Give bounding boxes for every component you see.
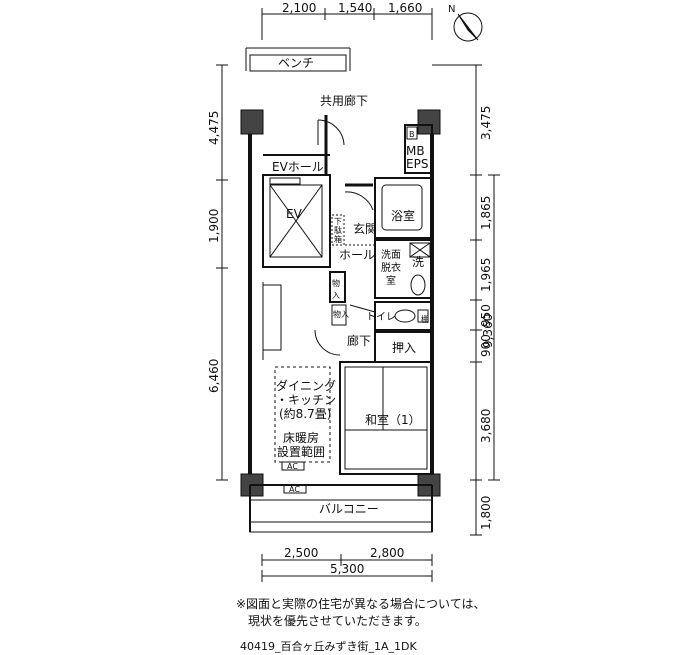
label-storage-2: 入 [332,291,340,300]
dim-top-1: 2,100 [282,1,316,15]
elevator-shaft [262,174,331,268]
label-storage-small: 物入 [333,309,349,319]
compass-north-label: N [448,4,455,15]
label-dining-3: (約8.7畳) [279,406,331,421]
label-hallway: 廊下 [347,333,371,348]
right-dimension-line [432,64,500,536]
label-washitsu: 和室（1） [365,412,421,427]
label-floor-heat-2: 設置範囲 [277,444,325,459]
disclaimer-line-1: ※図面と実際の住宅が異なる場合については、 [236,597,486,611]
dim-right-1: 3,475 [479,106,493,140]
left-dimension-line [216,64,228,481]
label-dining-2: ・キッチン [276,393,336,407]
label-b: B [409,130,415,139]
label-ac-dining: AC [287,462,298,471]
dim-right-4: 950 [479,304,493,327]
dim-right-7: 1,800 [479,496,493,530]
balcony-railing [249,521,433,533]
dim-right-2: 1,865 [479,196,493,230]
label-shelf: 棚 [421,314,429,324]
bath-room [374,177,433,239]
label-storage-1: 物 [332,278,340,288]
dim-top-2: 1,540 [338,1,372,15]
label-washroom-1: 洗面 [381,249,401,261]
label-ac-balcony: AC [289,485,300,494]
dim-right-3: 1,965 [479,258,493,292]
label-toilet: トイレ [366,312,396,323]
label-entrance: 玄関 [353,221,377,236]
label-dining-1: ダイニング [276,378,336,393]
label-bath: 浴室 [391,208,415,223]
label-balcony: バルコニー [319,502,379,516]
label-washer: 洗 [412,255,424,269]
plan-caption: 40419_百合ヶ丘みずき街_1A_1DK [240,640,417,653]
top-dimension-line [261,8,433,40]
label-closet: 押入 [392,341,416,355]
label-washroom-2: 脱衣 [381,261,401,274]
compass-circle [453,12,483,42]
label-ev-hall: EVホール [272,160,324,174]
label-floor-heat-1: 床暖房 [283,430,319,445]
label-shoebox-2: 駄 [334,225,342,235]
washitsu-room [339,361,433,475]
floor-heating-area [274,366,331,463]
label-hall: ホール [339,248,375,262]
dim-right-6: 3,680 [479,409,493,443]
dim-bottom-3: 5,300 [330,562,364,576]
dim-right-total: 9,360 [481,314,495,348]
label-shoebox-3: 箱 [334,234,342,244]
label-mb: MB [406,144,425,158]
disclaimer-note: ※図面と実際の住宅が異なる場合については、 現状を優先させていただきます。 [236,596,485,630]
dim-left-3: 6,460 [207,359,221,393]
label-eps: EPS [406,157,428,171]
dim-top-3: 1,660 [388,1,422,15]
dim-left-2: 1,900 [207,209,221,243]
label-shared-corridor: 共用廊下 [320,93,368,108]
bench [249,54,347,72]
dim-left-1: 4,475 [207,111,221,145]
elevator-car [269,184,323,258]
bottom-dimension-line [261,554,433,582]
label-bench: ベンチ [278,56,314,70]
label-shoebox-1: 下 [334,217,342,226]
label-washroom-3: 室 [386,274,396,287]
label-ev: EV [286,207,303,221]
disclaimer-line-2: 現状を優先させていただきます。 [248,614,427,628]
dim-bottom-2: 2,800 [370,546,404,560]
dim-right-5: 900 [479,334,493,357]
dim-bottom-1: 2,500 [284,546,318,560]
